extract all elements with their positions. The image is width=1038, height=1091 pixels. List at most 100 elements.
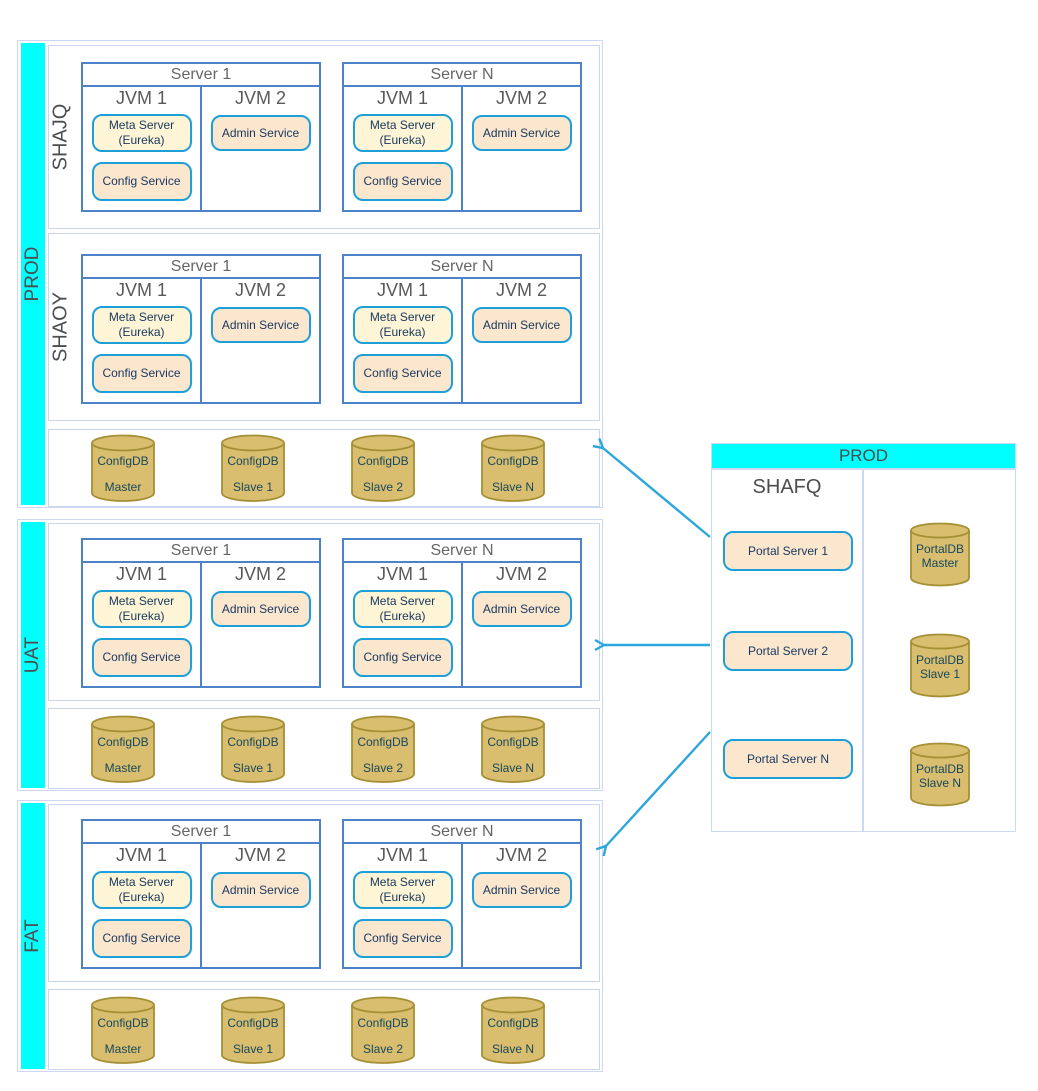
db-role: Slave N [491,1042,535,1056]
server-title: Server N [344,540,580,563]
env-fat-label: FAT [22,919,43,953]
db-role: Master [921,556,959,570]
jvm-title: JVM 2 [234,88,286,108]
env-prod: PROD SHAJQ Server 1 JVM 1 Meta Server (E… [17,40,603,508]
db-role: Slave N [918,776,962,790]
uat-databases-row: ConfigDB Master ConfigDB Slave 1 ConfigD… [48,708,600,789]
portal-prod-box: PROD SHAFQ Portal Server 1 Portal Server… [711,443,1016,832]
prod-databases-row: ConfigDB Master ConfigDB Slave 1 ConfigD… [48,429,600,507]
prod-shajq-label: SHAJQ [49,103,72,171]
db-name: ConfigDB [357,1016,409,1030]
db-name: PortalDB [915,762,965,776]
db-role: Slave 1 [232,480,274,494]
configdb-slave1-cylinder: ConfigDB Slave 1 [220,434,286,504]
db-name: PortalDB [915,653,965,667]
jvm-column: JVM 1 Meta Server (Eureka) Config Servic… [83,563,200,686]
env-uat-label: UAT [22,636,43,674]
jvm-column: JVM 2 Admin Service [200,844,319,967]
jvm-title: JVM 2 [495,280,547,300]
meta-server-service: Meta Server (Eureka) [352,114,453,152]
meta-server-service: Meta Server (Eureka) [352,590,453,628]
server-title: Server N [344,821,580,844]
admin-service: Admin Service [210,307,311,343]
server-title: Server N [344,64,580,87]
db-role: Slave 2 [362,1042,404,1056]
portal-prod-header: PROD [711,443,1016,469]
database-icon [351,434,415,502]
configdb-master-cylinder: ConfigDB Master [90,996,156,1066]
portal-server-2: Portal Server 2 [723,631,853,671]
jvm-column: JVM 1 Meta Server (Eureka) Config Servic… [83,844,200,967]
database-icon [910,742,970,807]
server-box: Server 1 JVM 1 Meta Server (Eureka) Conf… [81,62,321,212]
admin-service: Admin Service [210,872,311,908]
jvm-area: JVM 1 Meta Server (Eureka) Config Servic… [344,844,580,967]
env-uat-cyan-strip [21,522,45,788]
jvm-column: JVM 2 Admin Service [200,279,319,402]
arrow-portal-to-fat [595,731,711,857]
meta-server-service: Meta Server (Eureka) [352,306,453,344]
server-box: Server N JVM 1 Meta Server (Eureka) Conf… [342,254,582,404]
configdb-master-cylinder: ConfigDB Master [90,434,156,504]
admin-service: Admin Service [210,115,311,151]
jvm-title: JVM 2 [495,88,547,108]
configdb-slaven-cylinder: ConfigDB Slave N [480,434,546,504]
database-icon [481,434,545,502]
portal-group-label: SHAFQ [752,476,822,498]
prod-shaoy-label: SHAOY [49,291,72,363]
jvm-title: JVM 1 [115,845,167,865]
admin-service: Admin Service [471,307,572,343]
jvm-title: JVM 1 [115,564,167,584]
configdb-slave2-cylinder: ConfigDB Slave 2 [350,434,416,504]
database-icon [351,996,415,1064]
jvm-title: JVM 2 [495,564,547,584]
database-icon [221,996,285,1064]
meta-server-service: Meta Server (Eureka) [91,114,192,152]
jvm-title: JVM 1 [376,845,428,865]
jvm-title: JVM 2 [234,564,286,584]
db-name: ConfigDB [97,735,149,749]
db-role: Master [104,761,142,775]
jvm-column: JVM 2 Admin Service [200,563,319,686]
admin-service: Admin Service [210,591,311,627]
jvm-title: JVM 1 [376,280,428,300]
portal-servers-column: SHAFQ Portal Server 1 Portal Server 2 Po… [711,469,863,832]
db-name: ConfigDB [357,454,409,468]
database-icon [351,715,415,783]
env-uat: UAT Server 1 JVM 1 Meta Server (Eureka) … [17,519,603,791]
database-icon [910,522,970,587]
meta-server-service: Meta Server (Eureka) [352,871,453,909]
jvm-area: JVM 1 Meta Server (Eureka) Config Servic… [344,563,580,686]
jvm-area: JVM 1 Meta Server (Eureka) Config Servic… [83,279,319,402]
server-box: Server N JVM 1 Meta Server (Eureka) Conf… [342,538,582,688]
jvm-area: JVM 1 Meta Server (Eureka) Config Servic… [344,279,580,402]
server-title: Server 1 [83,64,319,87]
jvm-column: JVM 1 Meta Server (Eureka) Config Servic… [344,87,461,210]
server-box: Server 1 JVM 1 Meta Server (Eureka) Conf… [81,819,321,969]
configdb-slaven-cylinder: ConfigDB Slave N [480,996,546,1066]
db-role: Slave N [491,761,535,775]
db-role: Slave 2 [362,480,404,494]
portaldb-slaven-cylinder: PortalDB Slave N [909,742,971,808]
jvm-column: JVM 2 Admin Service [200,87,319,210]
configdb-slave1-cylinder: ConfigDB Slave 1 [220,996,286,1066]
jvm-area: JVM 1 Meta Server (Eureka) Config Servic… [83,563,319,686]
meta-server-service: Meta Server (Eureka) [91,590,192,628]
db-name: ConfigDB [227,1016,279,1030]
jvm-area: JVM 1 Meta Server (Eureka) Config Servic… [344,87,580,210]
database-icon [221,434,285,502]
server-title: Server 1 [83,540,319,563]
meta-server-service: Meta Server (Eureka) [91,306,192,344]
jvm-area: JVM 1 Meta Server (Eureka) Config Servic… [83,844,319,967]
db-name: ConfigDB [357,735,409,749]
config-service: Config Service [91,638,192,677]
server-box: Server 1 JVM 1 Meta Server (Eureka) Conf… [81,254,321,404]
jvm-title: JVM 1 [376,88,428,108]
db-role: Slave 1 [919,667,961,681]
meta-server-service: Meta Server (Eureka) [91,871,192,909]
jvm-column: JVM 2 Admin Service [461,844,580,967]
config-service: Config Service [91,919,192,958]
configdb-slave1-cylinder: ConfigDB Slave 1 [220,715,286,785]
portal-databases-column: PortalDB Master PortalDB Slave 1 PortalD… [863,469,1016,832]
jvm-title: JVM 1 [115,88,167,108]
